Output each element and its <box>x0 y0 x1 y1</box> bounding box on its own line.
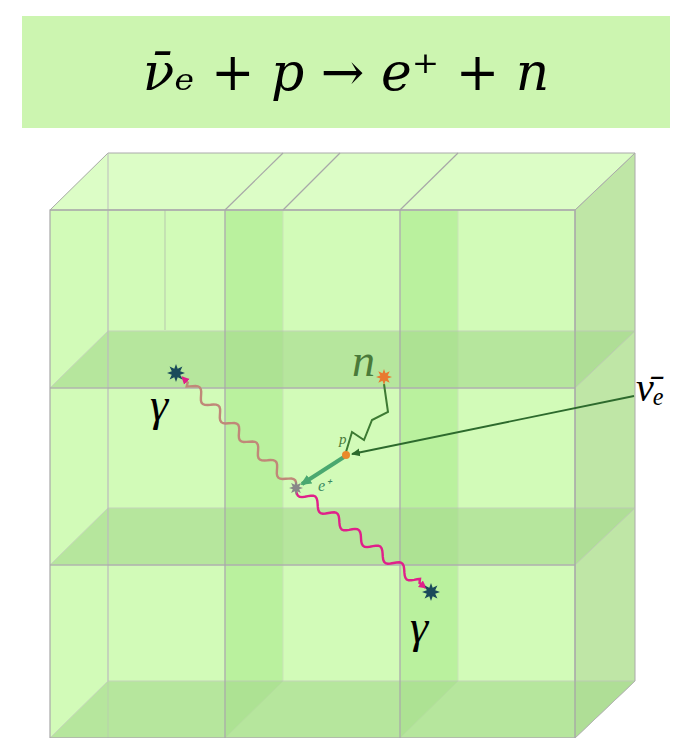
positron-label: e⁺ <box>318 478 330 494</box>
hit-star <box>376 369 392 385</box>
hit-star <box>289 481 303 495</box>
gamma-label: γ <box>410 604 428 650</box>
proton-label: p <box>339 432 347 447</box>
reaction-title: ν̄ₑ + p → e⁺ + n <box>22 16 670 128</box>
gamma-label: γ <box>150 382 168 428</box>
hit-star <box>422 583 440 601</box>
neutron-label: n <box>352 338 375 384</box>
antineutrino-label: ν̄ₑ <box>636 368 664 408</box>
hit-star <box>167 364 185 382</box>
